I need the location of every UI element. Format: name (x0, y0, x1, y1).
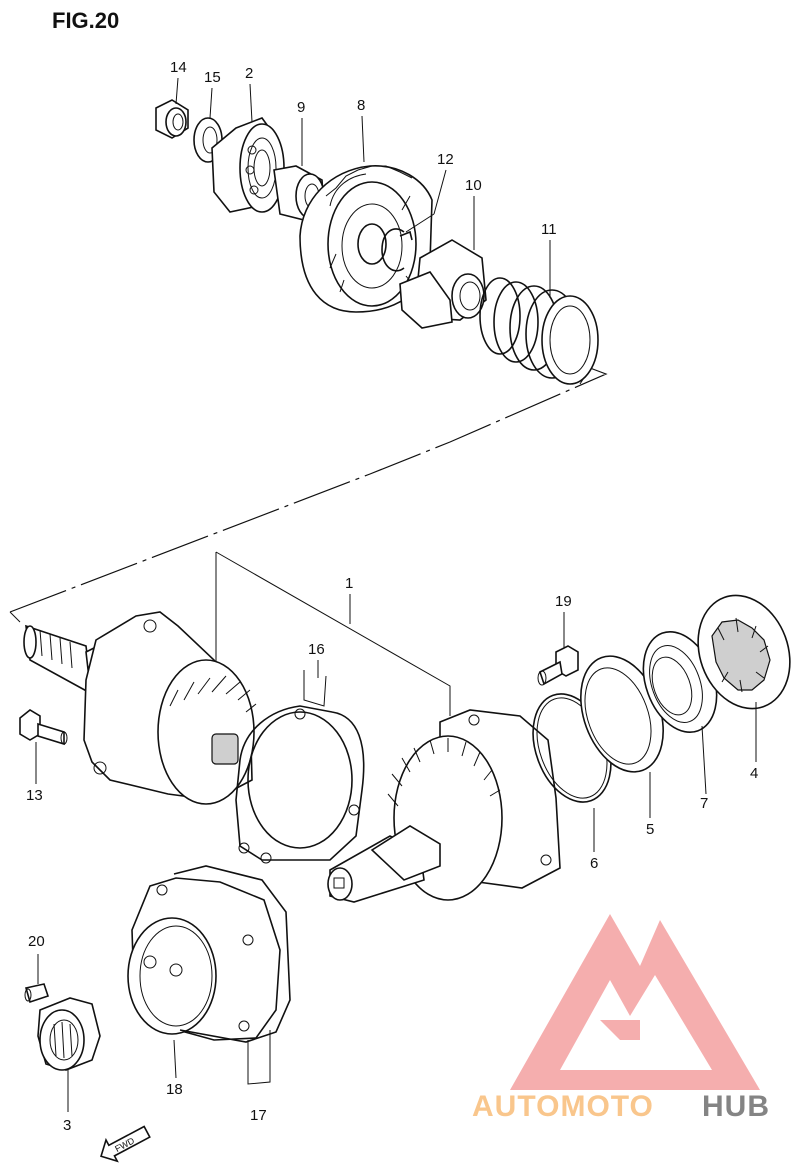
label-5: 5 (646, 821, 654, 838)
label-12: 12 (437, 151, 454, 168)
part-19-bolt (537, 645, 579, 686)
label-4: 4 (750, 765, 758, 782)
label-11: 11 (541, 221, 557, 238)
part-labels: 14 15 2 9 8 12 10 11 1 16 19 13 6 5 7 4 … (26, 59, 758, 1134)
part-13-bolt (19, 709, 68, 746)
label-6: 6 (590, 855, 598, 872)
part-2-bearing (211, 117, 285, 213)
part-4-ring-nut (697, 594, 791, 710)
label-16: 16 (308, 641, 325, 658)
label-9: 9 (297, 99, 305, 116)
label-19: 19 (555, 593, 572, 610)
watermark-text: AUTOMOTO HUB (472, 1090, 770, 1123)
part-10-hub (399, 239, 487, 329)
leader-lines (35, 77, 757, 1112)
label-8: 8 (357, 97, 365, 114)
label-3: 3 (63, 1117, 71, 1134)
part-8-bevel-gear (299, 165, 433, 313)
part-12-circlip (381, 228, 413, 272)
label-1: 1 (345, 575, 353, 592)
part-20-dowel-pin (24, 983, 50, 1004)
assembly-boundary (9, 367, 608, 623)
label-10: 10 (465, 177, 482, 194)
watermark-part2: HUB (702, 1090, 770, 1123)
label-14: 14 (170, 59, 187, 76)
part-17-gasket (173, 865, 291, 1085)
part-14-nut (155, 99, 189, 139)
label-17: 17 (250, 1107, 267, 1124)
part-7-bearing (642, 630, 718, 734)
part-1-leader (215, 551, 451, 716)
label-20: 20 (28, 933, 45, 950)
figure-title: FIG.20 (52, 8, 120, 33)
label-18: 18 (166, 1081, 183, 1098)
label-2: 2 (245, 65, 253, 82)
watermark-part1: AUTOMOTO (472, 1090, 654, 1123)
watermark-logo-icon (510, 914, 760, 1090)
part-1-ring-gear-housing (327, 709, 561, 903)
part-3-needle-bearing (37, 997, 101, 1071)
part-11-spring (479, 277, 599, 385)
part-1-pinion-housing (23, 611, 257, 805)
label-15: 15 (204, 69, 221, 86)
part-16-gasket (235, 670, 365, 864)
fwd-arrow-icon: FWD (100, 1125, 151, 1163)
part-18-cover (127, 877, 281, 1041)
label-13: 13 (26, 787, 43, 804)
label-7: 7 (700, 795, 708, 812)
